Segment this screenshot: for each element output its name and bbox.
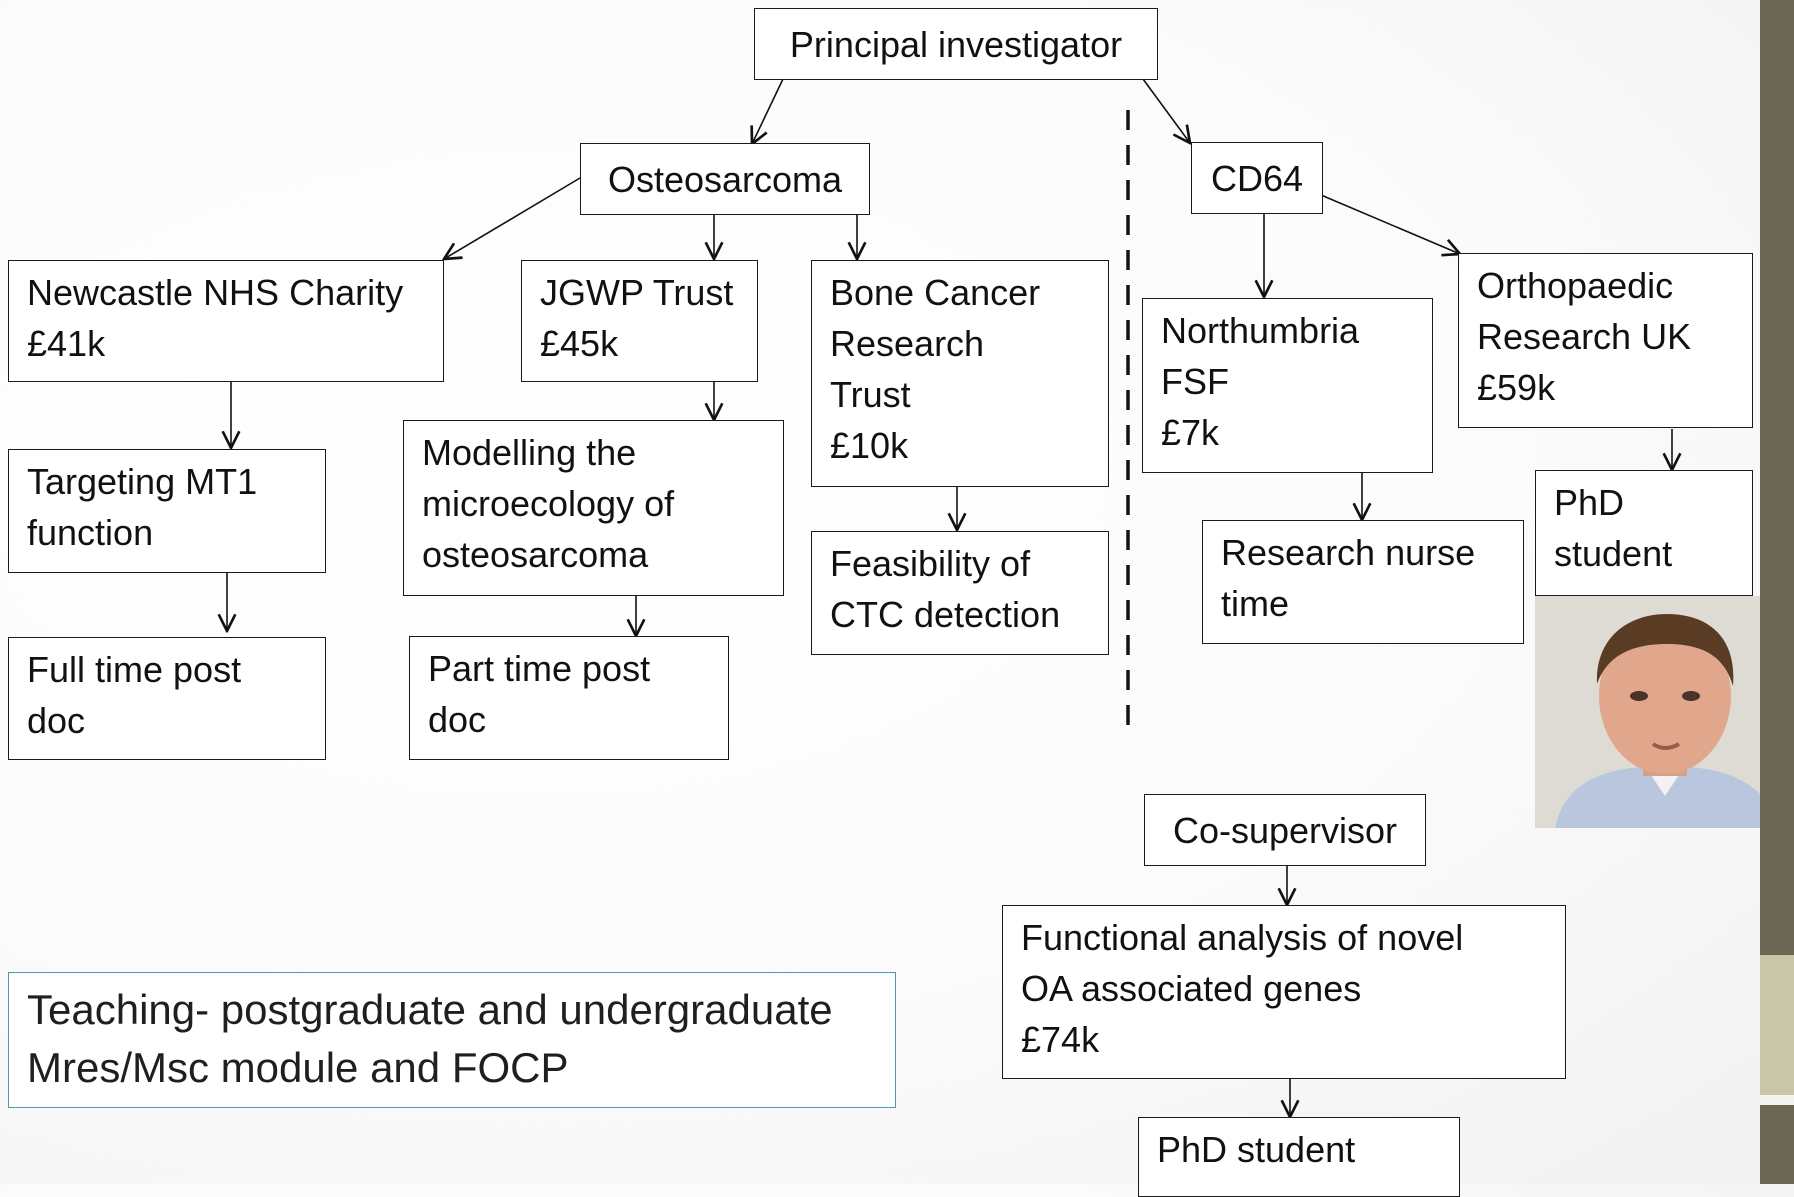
node-principal-investigator: Principal investigator: [754, 8, 1158, 80]
arrow-cd64-orthopaedic: [1320, 194, 1460, 254]
node-northumbria-fsf: Northumbria FSF £7k: [1142, 298, 1433, 473]
side-decoration-gap: [1760, 1095, 1794, 1105]
arrow-pi-osteosarcoma: [752, 78, 784, 144]
node-research-nurse-time: Research nurse time: [1202, 520, 1524, 644]
teaching-note: Teaching- postgraduate and undergraduate…: [8, 972, 896, 1108]
node-cd64: CD64: [1191, 142, 1323, 214]
node-co-supervisor: Co-supervisor: [1144, 794, 1426, 866]
arrow-osteo-newcastle: [444, 177, 581, 259]
node-bone-cancer-research-trust: Bone Cancer Research Trust £10k: [811, 260, 1109, 487]
person-photo-icon: [1535, 596, 1794, 828]
node-orthopaedic-research-uk: Orthopaedic Research UK £59k: [1458, 253, 1753, 428]
side-decoration-accent: [1760, 955, 1794, 1095]
node-jgwp-trust: JGWP Trust £45k: [521, 260, 758, 382]
node-functional-analysis: Functional analysis of novel OA associat…: [1002, 905, 1566, 1079]
node-full-time-post-doc: Full time post doc: [8, 637, 326, 760]
node-phd-student-co-supervised: PhD student: [1138, 1117, 1460, 1197]
node-phd-student-orthopaedic: PhD student: [1535, 470, 1753, 596]
node-osteosarcoma: Osteosarcoma: [580, 143, 870, 215]
node-feasibility-ctc: Feasibility of CTC detection: [811, 531, 1109, 655]
node-part-time-post-doc: Part time post doc: [409, 636, 729, 760]
node-modelling-microecology: Modelling the microecology of osteosarco…: [403, 420, 784, 596]
person-photo: [1535, 596, 1794, 828]
node-newcastle-nhs-charity: Newcastle NHS Charity £41k: [8, 260, 444, 382]
arrow-pi-cd64: [1142, 78, 1190, 143]
node-targeting-mt1: Targeting MT1 function: [8, 449, 326, 573]
